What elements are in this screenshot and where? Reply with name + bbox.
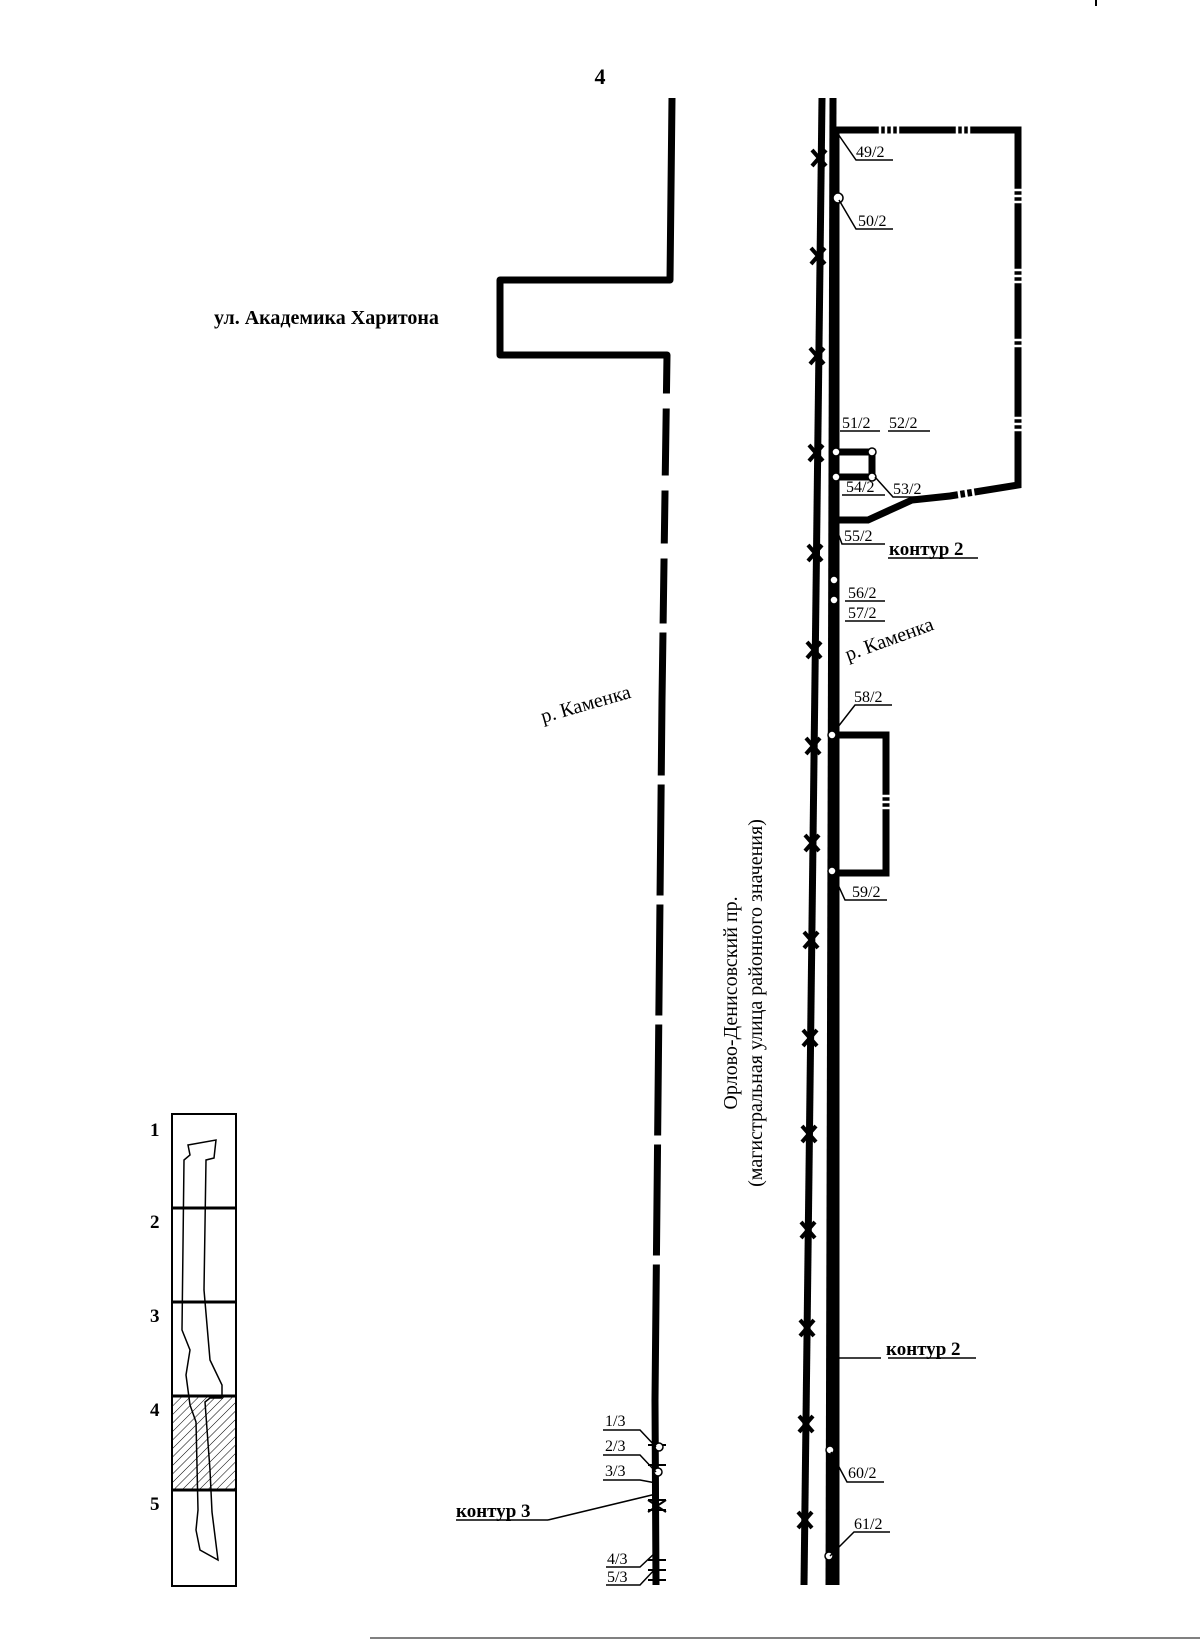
point-label: 3/3 [605, 1463, 625, 1480]
point-label: 5/3 [607, 1569, 627, 1586]
contour-3-label: контур 3 [456, 1501, 531, 1522]
point-label: 59/2 [852, 884, 880, 901]
key-map-section-3: 3 [150, 1306, 160, 1327]
contour-2-gaps [878, 125, 1024, 810]
point-label: 57/2 [848, 605, 876, 622]
point-label: 1/3 [605, 1413, 625, 1430]
river-label-left: р. Каменка [538, 681, 633, 728]
point-label: 53/2 [893, 481, 921, 498]
contour-2-boundary [832, 126, 1022, 1585]
point-labels: 49/2 50/2 51/2 52/2 54/2 53/2 55/2 56/2 … [605, 144, 921, 1586]
road-x-marks [796, 148, 828, 1530]
point-label: 49/2 [856, 144, 884, 161]
page-number: 4 [595, 64, 606, 89]
contour-2-label-lower: контур 2 [886, 1339, 961, 1360]
contour-2-label-upper: контур 2 [889, 539, 964, 560]
left-boundary-line [496, 97, 676, 1586]
road-class-label: (магистральная улица районного значения) [745, 819, 767, 1187]
point-label: 2/3 [605, 1438, 625, 1455]
key-map: 1 2 3 4 5 [150, 1113, 237, 1587]
point-label: 4/3 [607, 1551, 627, 1568]
key-map-highlight [172, 1396, 236, 1490]
key-map-outline [181, 1139, 223, 1562]
left-line-gaps [648, 393, 674, 1265]
point-label: 50/2 [858, 213, 886, 230]
point-label: 58/2 [854, 689, 882, 706]
point-label: 60/2 [848, 1465, 876, 1482]
point-label: 54/2 [846, 479, 874, 496]
point-label: 51/2 [842, 415, 870, 432]
contour-2-markers [824, 192, 877, 1561]
key-map-section-4: 4 [150, 1400, 160, 1421]
point-label: 52/2 [889, 415, 917, 432]
point-label: 56/2 [848, 585, 876, 602]
street-label-kharitona: ул. Академика Харитона [214, 307, 439, 329]
key-map-section-1: 1 [150, 1120, 160, 1141]
key-map-section-2: 2 [150, 1212, 160, 1233]
point-label: 55/2 [844, 528, 872, 545]
road-name-label: Орлово-Денисовский пр. [720, 896, 742, 1109]
point-label: 61/2 [854, 1516, 882, 1533]
leader-lines [456, 133, 978, 1586]
key-map-section-5: 5 [150, 1494, 160, 1515]
